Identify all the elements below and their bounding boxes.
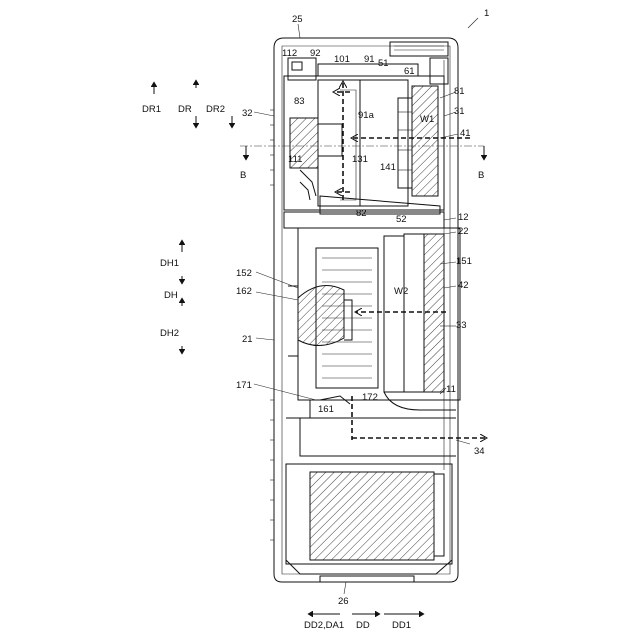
label-nb_right: B xyxy=(478,170,484,181)
middle-unit xyxy=(284,212,460,456)
label-n91: 91 xyxy=(364,54,375,65)
label-dd2da1: DD2,DA1 xyxy=(304,620,344,631)
label-dd1: DD1 xyxy=(392,620,411,631)
label-n52: 52 xyxy=(396,214,407,225)
label-figure_number: 1 xyxy=(484,8,489,19)
label-dh: DH xyxy=(164,290,178,301)
front-grille xyxy=(270,110,274,540)
label-n12: 12 xyxy=(458,212,469,223)
label-n141: 141 xyxy=(380,162,396,173)
label-n101: 101 xyxy=(334,54,350,65)
label-n92: 92 xyxy=(310,48,321,59)
label-n51: 51 xyxy=(378,58,389,69)
label-dr1: DR1 xyxy=(142,104,161,115)
label-n32: 32 xyxy=(242,108,253,119)
label-n26: 26 xyxy=(338,596,349,607)
upper-unit xyxy=(284,76,444,214)
label-n22: 22 xyxy=(458,226,469,237)
label-nw1: W1 xyxy=(420,114,434,125)
label-n111: 111 xyxy=(288,154,302,165)
label-n25: 25 xyxy=(292,14,303,25)
label-n162: 162 xyxy=(236,286,252,297)
label-n91a: 91a xyxy=(358,110,375,121)
label-n112: 112 xyxy=(282,48,297,59)
label-n131: 131 xyxy=(352,154,368,165)
label-n21: 21 xyxy=(242,334,253,345)
label-n34: 34 xyxy=(474,446,485,457)
label-n161: 161 xyxy=(318,404,334,415)
label-dh1: DH1 xyxy=(160,258,179,269)
label-n172: 172 xyxy=(362,392,378,403)
label-n31: 31 xyxy=(454,106,465,117)
bottom-tank xyxy=(286,464,452,582)
label-nb_left: B xyxy=(240,170,246,181)
label-dr2: DR2 xyxy=(206,104,225,115)
label-nw2: W2 xyxy=(394,286,408,297)
label-n151: 151 xyxy=(456,256,472,267)
label-dr: DR xyxy=(178,104,192,115)
label-n152: 152 xyxy=(236,268,252,279)
label-n42: 42 xyxy=(458,280,469,291)
label-n41: 41 xyxy=(460,128,471,139)
label-dd: DD xyxy=(356,620,370,631)
airflow-upper xyxy=(334,82,470,200)
airflow-lower xyxy=(352,312,486,440)
label-n82: 82 xyxy=(356,208,367,219)
label-n171: 171 xyxy=(236,380,252,391)
label-n33: 33 xyxy=(456,320,467,331)
label-n11: 11 xyxy=(446,384,456,395)
label-n83: 83 xyxy=(294,96,305,107)
label-n81: 81 xyxy=(454,86,465,97)
label-dh2: DH2 xyxy=(160,328,179,339)
label-n61: 61 xyxy=(404,66,415,77)
